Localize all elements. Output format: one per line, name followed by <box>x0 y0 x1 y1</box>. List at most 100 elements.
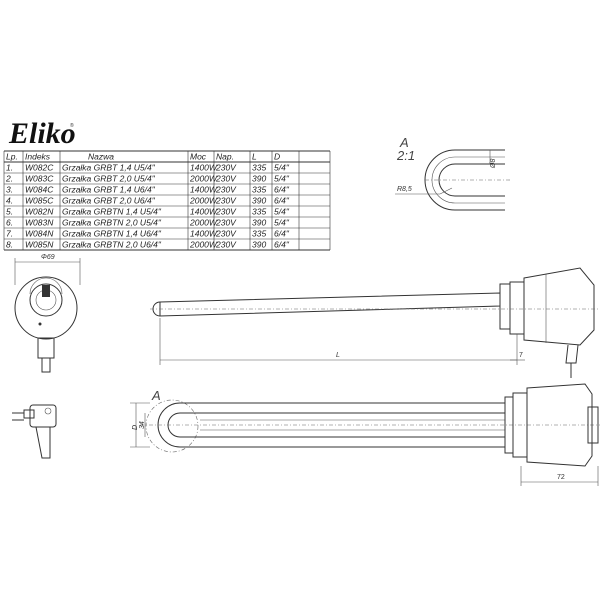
detail-a-scale: 2:1 <box>396 148 415 163</box>
logo-text: Eliko <box>8 117 76 150</box>
table-cell-nap: 230V <box>215 196 237 206</box>
table-cell-nazwa: Grzałka GRBTN 2,0 U5/4" <box>62 218 162 228</box>
bottom-view-34-label: 34 <box>139 421 146 429</box>
table-cell-l: 390 <box>252 240 266 250</box>
front-view-scale-arc <box>29 277 63 295</box>
front-view-dia-label: Φ69 <box>41 254 55 261</box>
table-cell-lp: 4. <box>6 196 13 206</box>
table-cell-nazwa: Grzałka GRBT 2,0 U6/4" <box>62 196 156 206</box>
front-view: Φ69 <box>14 254 81 373</box>
table-cell-moc: 2000W <box>189 240 218 250</box>
bottom-view-d-label: D <box>132 425 139 430</box>
table-cell-indeks: W083N <box>25 218 54 228</box>
detail-a-dia-label: Ø8 <box>490 159 497 169</box>
table-cell-l: 390 <box>252 174 266 184</box>
table-cell-nazwa: Grzałka GRBTN 1,4 U6/4" <box>62 229 162 239</box>
table-cell-moc: 2000W <box>189 174 218 184</box>
side-view-cable-gland <box>565 344 579 364</box>
front-view-lamp <box>38 322 42 326</box>
table-cell-moc: 1400W <box>190 229 218 239</box>
table-cell-lp: 1. <box>6 163 13 173</box>
table-grid <box>3 150 331 251</box>
table-cell-moc: 1400W <box>190 185 218 195</box>
detail-a-mid-line <box>431 156 505 204</box>
table-cell-lp: 3. <box>6 185 13 195</box>
bottom-view-knob <box>587 406 599 444</box>
table-cell-l: 335 <box>252 163 266 173</box>
detail-a-radius-label: R8,5 <box>397 186 412 193</box>
table-cell-moc: 2000W <box>189 196 218 206</box>
detail-a-inner-bend <box>438 163 505 197</box>
table-cell-nap: 230V <box>215 163 237 173</box>
bottom-view-housing <box>526 383 593 467</box>
detail-a: A 2:1 Ø8 R8,5 <box>395 135 510 211</box>
table-cell-nap: 230V <box>215 207 237 217</box>
table-header-moc: Moc <box>190 152 207 162</box>
table-cell-nap: 230V <box>215 174 237 184</box>
table-cell-nazwa: Grzałka GRBT 1,4 U5/4" <box>62 163 156 173</box>
table-cell-moc: 1400W <box>190 163 218 173</box>
front-view-cable <box>41 358 51 373</box>
table-cell-nap: 230V <box>215 185 237 195</box>
table-cell-l: 335 <box>252 207 266 217</box>
table-cell-lp: 8. <box>6 240 13 250</box>
table-cell-nap: 230V <box>215 240 237 250</box>
front-view-knob-grip <box>42 285 50 297</box>
table-cell-indeks: W084N <box>25 229 54 239</box>
table-cell-nap: 230V <box>215 218 237 228</box>
table-cell-d: 6/4" <box>274 185 290 195</box>
table-cell-d: 5/4" <box>274 174 290 184</box>
bottom-view-detail-circle <box>145 399 199 453</box>
table-cell-indeks: W083C <box>25 174 54 184</box>
bottom-view-detail-marker: A <box>151 388 161 403</box>
table-cell-nazwa: Grzałka GRBTN 2,0 U6/4" <box>62 240 162 250</box>
side-view-tube <box>159 292 501 317</box>
table-cell-nazwa: Grzałka GRBT 2,0 U5/4" <box>62 174 156 184</box>
table-cell-nazwa: Grzałka GRBT 1,4 U6/4" <box>62 185 156 195</box>
table-header-indeks: Indeks <box>25 152 51 162</box>
table-cell-d: 6/4" <box>274 240 290 250</box>
table-cell-d: 5/4" <box>274 218 290 228</box>
table-cell-l: 390 <box>252 218 266 228</box>
table-cell-d: 6/4" <box>274 229 290 239</box>
plug-earth-clip <box>44 407 52 415</box>
table-cell-indeks: W084C <box>25 185 54 195</box>
table-cell-indeks: W082C <box>25 163 54 173</box>
side-view-housing <box>523 267 595 346</box>
plug-pin-housing <box>23 409 35 419</box>
table-cell-l: 335 <box>252 185 266 195</box>
side-view-l-label: L <box>336 352 340 359</box>
table-cell-moc: 2000W <box>189 218 218 228</box>
table-cell-d: 5/4" <box>274 207 290 217</box>
table-cell-l: 335 <box>252 229 266 239</box>
detail-a-radius-arrow <box>439 187 453 195</box>
table-cell-lp: 7. <box>6 229 13 239</box>
plug-view <box>12 404 57 459</box>
front-view-cable-gland <box>37 337 55 359</box>
front-view-housing <box>14 276 78 340</box>
logo-registered-mark: ® <box>70 122 74 129</box>
table-header-lp: Lp. <box>6 152 18 162</box>
side-view-offset-label: 7 <box>519 352 523 359</box>
detail-a-label: A <box>399 135 409 150</box>
table-cell-d: 5/4" <box>274 163 290 173</box>
table-cell-indeks: W085N <box>25 240 54 250</box>
table-cell-indeks: W082N <box>25 207 54 217</box>
table-cell-lp: 5. <box>6 207 13 217</box>
table-cell-moc: 1400W <box>190 207 218 217</box>
side-view: L 7 <box>150 267 600 378</box>
table-cell-indeks: W085C <box>25 196 54 206</box>
plug-cable <box>35 426 51 459</box>
side-view-nut <box>509 281 525 335</box>
table-header-l: L <box>252 152 257 162</box>
table-header-nap: Nap. <box>216 152 234 162</box>
side-view-thread <box>499 283 511 330</box>
table-header-nazwa: Nazwa <box>88 152 114 162</box>
eliko-logo: Eliko ® <box>8 117 76 150</box>
table-cell-lp: 6. <box>6 218 13 228</box>
table-cell-l: 390 <box>252 196 266 206</box>
bottom-view-72-label: 72 <box>557 474 565 481</box>
plug-body <box>29 404 57 428</box>
